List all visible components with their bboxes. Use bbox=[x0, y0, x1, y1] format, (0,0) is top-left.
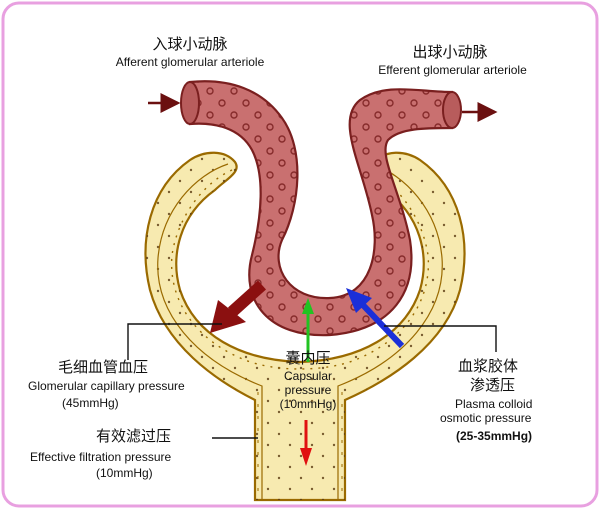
afferent-label-zh: 入球小动脉 bbox=[152, 35, 228, 53]
capsular-label-zh: 囊内压 bbox=[285, 349, 331, 367]
efp-arrow bbox=[300, 420, 312, 466]
gcp-label-en: Glomerular capillary pressure bbox=[28, 379, 185, 393]
efferent-label-en: Efferent glomerular arteriole bbox=[378, 63, 527, 77]
colloid-value: (25-35mmHg) bbox=[456, 429, 533, 443]
capsular-arrow bbox=[302, 298, 314, 362]
efp-label-zh: 有效滤过压 bbox=[96, 427, 172, 445]
gcp-value: (45mmHg) bbox=[62, 396, 119, 410]
colloid-leader bbox=[384, 325, 497, 352]
colloid-label-en-2: osmotic pressure bbox=[440, 411, 532, 425]
efp-label-en: Effective filtration pressure bbox=[30, 450, 172, 464]
afferent-opening bbox=[180, 81, 200, 125]
capsular-value: (10mmHg) bbox=[279, 397, 337, 411]
colloid-arrow bbox=[346, 288, 405, 349]
capsular-label-en-2: pressure bbox=[284, 383, 332, 397]
gcp-label-zh: 毛细血管血压 bbox=[58, 358, 149, 376]
colloid-label-en-1: Plasma colloid bbox=[455, 397, 533, 411]
afferent-label-en: Afferent glomerular arteriole bbox=[115, 55, 265, 69]
capsular-label-en-1: Capsular bbox=[283, 369, 333, 383]
gcp-arrow bbox=[210, 280, 267, 333]
efp-value: (10mmHg) bbox=[96, 466, 153, 480]
efferent-opening bbox=[442, 91, 462, 129]
colloid-label-zh-1: 血浆胶体 bbox=[458, 357, 519, 375]
gcp-leader bbox=[127, 323, 222, 360]
colloid-label-zh-2: 渗透压 bbox=[470, 376, 516, 394]
efferent-label-zh: 出球小动脉 bbox=[412, 43, 488, 61]
